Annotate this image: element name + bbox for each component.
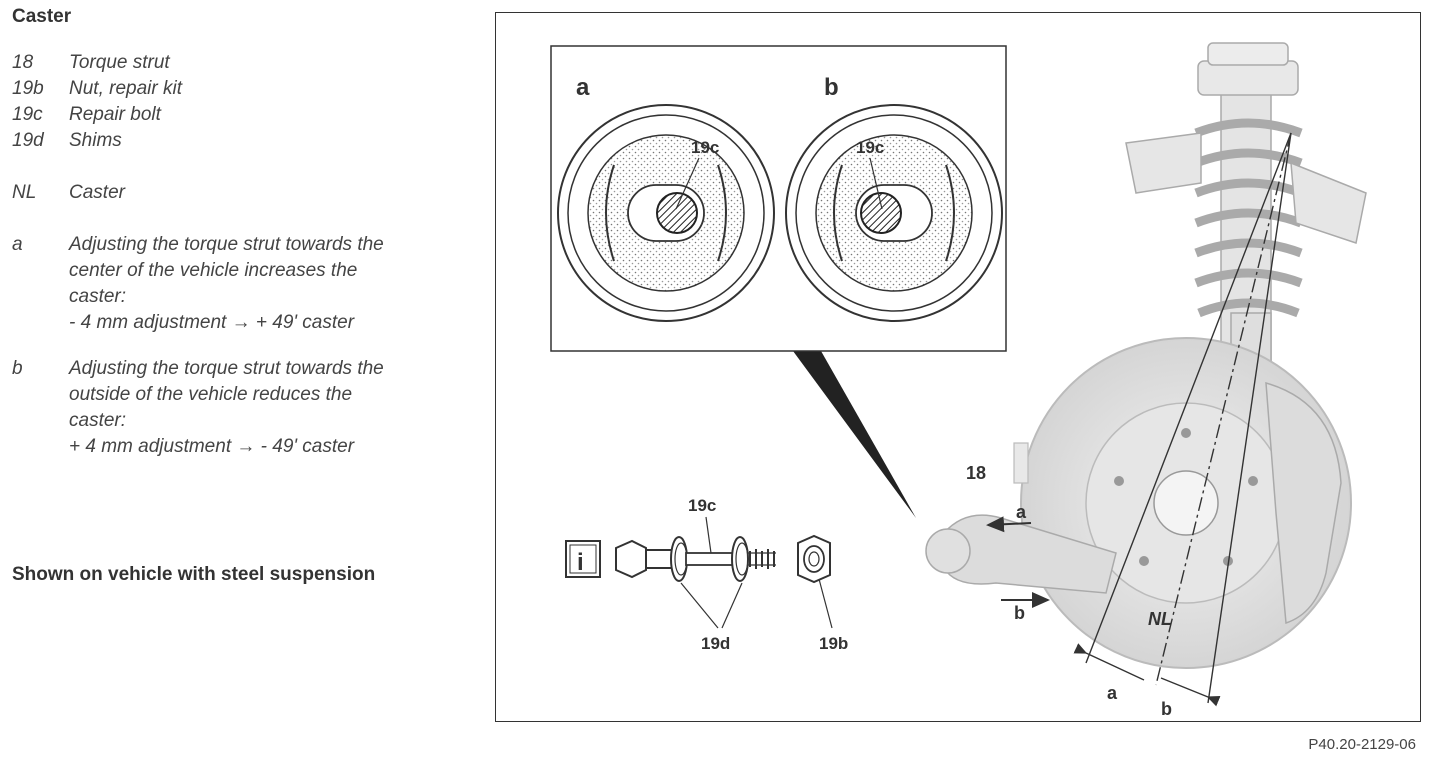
page-title: Caster	[12, 6, 72, 27]
note-line: Adjusting the torque strut towards the	[69, 234, 384, 255]
label-arrow-a: a	[1016, 502, 1027, 522]
adjustment-inset: a b 19c	[550, 45, 1007, 518]
label-arrow-b: b	[1014, 603, 1025, 623]
legend-text: Shims	[69, 130, 122, 151]
legend-text: Nut, repair kit	[69, 78, 182, 99]
legend-note-b: b Adjusting the torque strut towards the…	[12, 356, 472, 460]
caster-lines	[1085, 132, 1292, 704]
label-dim-a: a	[1107, 683, 1118, 703]
legend-item: 18 Torque strut	[12, 50, 472, 76]
legend-note-text: Adjusting the torque strut towards the c…	[69, 232, 472, 336]
note-line: - 4 mm adjustment → + 49' caster	[69, 312, 355, 333]
label-dim-b: b	[1161, 699, 1172, 719]
legend-code: 19b	[12, 78, 44, 99]
legend-text: Repair bolt	[69, 104, 161, 125]
inset-bolt-label-a: 19c	[691, 138, 719, 157]
legend-code: 19d	[12, 130, 44, 151]
legend-code: 19c	[12, 104, 43, 125]
note-line: caster:	[69, 410, 127, 431]
legend-note-text: Adjusting the torque strut towards the o…	[69, 356, 472, 460]
note-line: caster:	[69, 286, 127, 307]
note-line: Adjusting the torque strut towards the	[69, 358, 384, 379]
torque-strut	[943, 514, 1117, 594]
legend-text: Torque strut	[69, 52, 170, 73]
figure-reference: P40.20-2129-06	[1308, 736, 1416, 753]
diagram-frame: 18 a b NL a b a b 19c	[495, 12, 1421, 722]
legend-code: NL	[12, 182, 37, 203]
kit-label-19c: 19c	[688, 496, 716, 515]
kit-label-19d: 19d	[701, 634, 730, 653]
vehicle-assembly: 18 a b NL a b	[925, 42, 1367, 719]
legend-note-a: a Adjusting the torque strut towards the…	[12, 232, 472, 336]
legend-item: 19d Shims	[12, 128, 472, 154]
legend-text: Caster	[69, 182, 125, 203]
bushing-a: 19c	[557, 104, 775, 322]
bushing-b: 19c	[785, 104, 1003, 322]
suspension-diagram: 18 a b NL a b a b 19c	[550, 42, 1367, 719]
inset-bolt-label-b: 19c	[856, 138, 884, 157]
label-18: 18	[966, 463, 986, 483]
legend-code: b	[12, 358, 23, 379]
inset-label-b: b	[824, 74, 839, 101]
legend-code: a	[12, 234, 23, 255]
legend-item: 19c Repair bolt	[12, 102, 472, 128]
info-symbol: i	[577, 549, 584, 576]
note-line: outside of the vehicle reduces the	[69, 384, 353, 405]
legend-code: 18	[12, 52, 34, 73]
inset-label-a: a	[576, 74, 590, 101]
legend-item-nl: NL Caster	[12, 180, 472, 206]
legend-panel: Caster 18 Torque strut 19b Nut, repair k…	[12, 6, 472, 460]
legend-item: 19b Nut, repair kit	[12, 76, 472, 102]
note-line: + 4 mm adjustment → - 49' caster	[69, 436, 355, 457]
info-icon	[565, 540, 601, 578]
shown-on-note: Shown on vehicle with steel suspension	[12, 564, 376, 585]
kit-label-19b: 19b	[819, 634, 848, 653]
note-line: center of the vehicle increases the	[69, 260, 358, 281]
label-nl: NL	[1148, 609, 1172, 629]
repair-kit: i	[565, 496, 848, 653]
